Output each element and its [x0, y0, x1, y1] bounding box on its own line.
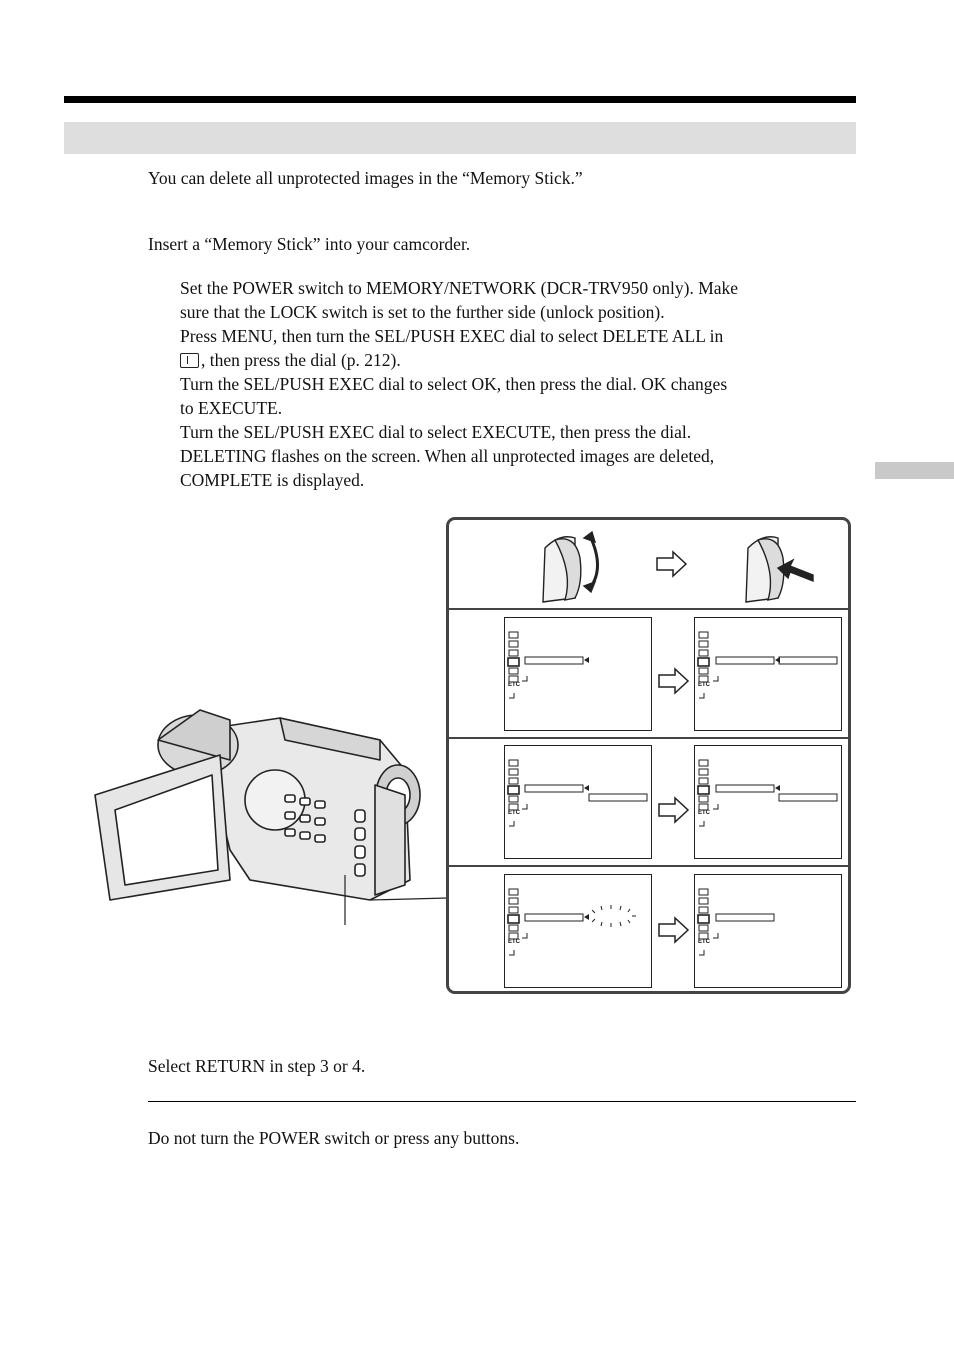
step-2-line-2-text: , then press the dial (p. 212). — [201, 350, 401, 370]
panel-divider-2 — [446, 737, 851, 739]
section-heading-band — [64, 122, 856, 154]
arrow-right-icon — [658, 796, 690, 824]
step-4-line-2: DELETING flashes on the screen. When all… — [180, 446, 715, 466]
screen5-etc-label: ETC — [508, 939, 520, 945]
menu-screen-step2 — [504, 617, 652, 731]
step-3-line-2: to EXECUTE. — [180, 398, 283, 418]
step-4-line-3: COMPLETE is displayed. — [180, 470, 365, 490]
arrow-right-icon — [658, 667, 690, 695]
step-2-line-2: , then press the dial (p. 212). — [180, 348, 850, 372]
memory-stick-menu-icon — [180, 353, 199, 368]
menu-screen-step2-result — [694, 617, 842, 731]
step-insert-memory-stick: Insert a “Memory Stick” into your camcor… — [148, 234, 471, 254]
menu-screen-step4 — [504, 874, 652, 988]
procedure-steps: Set the POWER switch to MEMORY/NETWORK (… — [180, 276, 850, 492]
arrow-right-icon — [658, 916, 690, 944]
panel-divider-1 — [446, 608, 851, 610]
screen1-etc-label: ETC — [508, 682, 520, 688]
step-2-line-1: Press MENU, then turn the SEL/PUSH EXEC … — [180, 326, 724, 346]
panel-divider-3 — [446, 865, 851, 867]
step-3-line-1: Turn the SEL/PUSH EXEC dial to select OK… — [180, 374, 728, 394]
intro-text: You can delete all unprotected images in… — [148, 168, 583, 188]
menu-screen-step3 — [504, 745, 652, 859]
arrow-right-icon — [656, 550, 688, 578]
screen6-etc-label: ETC — [698, 939, 710, 945]
cancel-instruction: Select RETURN in step 3 or 4. — [148, 1056, 366, 1076]
menu-screen-step3-result — [694, 745, 842, 859]
note-instruction: Do not turn the POWER switch or press an… — [148, 1128, 520, 1148]
menu-screen-step4-result — [694, 874, 842, 988]
note-rule — [148, 1101, 856, 1102]
screen4-etc-label: ETC — [698, 810, 710, 816]
top-rule — [64, 96, 856, 103]
camcorder-illustration — [94, 709, 449, 925]
step-1-line-2: sure that the LOCK switch is set to the … — [180, 302, 665, 322]
step-4-line-1: Turn the SEL/PUSH EXEC dial to select EX… — [180, 422, 692, 442]
dial-press-icon — [745, 536, 814, 603]
dial-turn-icon — [542, 530, 599, 603]
screen3-etc-label: ETC — [508, 810, 520, 816]
step-1-line-1: Set the POWER switch to MEMORY/NETWORK (… — [180, 278, 739, 298]
screen2-etc-label: ETC — [698, 682, 710, 688]
chapter-side-tab — [875, 462, 954, 479]
